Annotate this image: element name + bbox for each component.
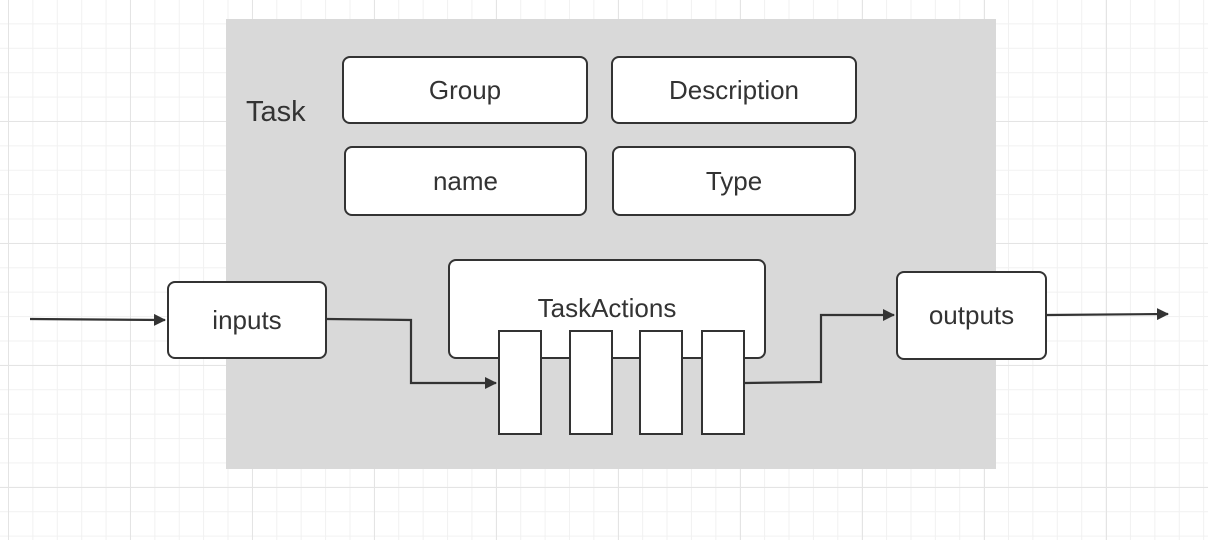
description-box: Description: [611, 56, 857, 124]
group-box: Group: [342, 56, 588, 124]
outgoing-arrow: [1046, 308, 1169, 321]
task-title: Task: [246, 96, 306, 128]
action-slot-2: [569, 330, 613, 435]
action-slot-1: [498, 330, 542, 435]
actions-to-outputs-connector: [744, 309, 895, 385]
inputs-box: inputs: [167, 281, 327, 359]
action-slot-4: [701, 330, 745, 435]
incoming-arrow: [29, 313, 166, 326]
action-slot-3: [639, 330, 683, 435]
outputs-box: outputs: [896, 271, 1047, 360]
name-box: name: [344, 146, 587, 216]
inputs-to-actions-connector: [326, 317, 497, 389]
type-box: Type: [612, 146, 856, 216]
